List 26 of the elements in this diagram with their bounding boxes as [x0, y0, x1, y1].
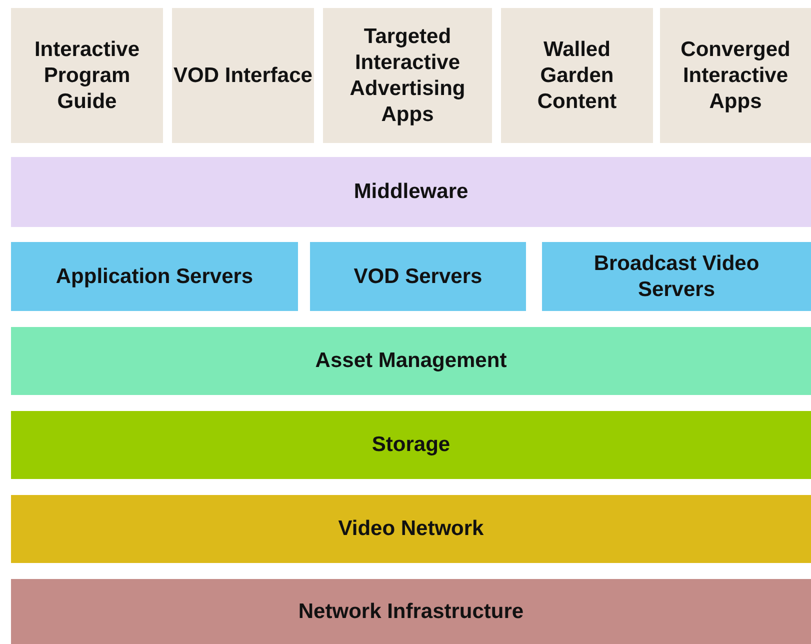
server-box: [11, 242, 298, 311]
layer-label: Video Network: [338, 516, 484, 542]
app-box: [11, 8, 163, 143]
server-box: [310, 242, 526, 311]
app-box: [172, 8, 314, 143]
server-box: [542, 242, 811, 311]
app-box: [660, 8, 811, 143]
layer-band: [11, 157, 811, 227]
layer-label: VOD Interface: [174, 62, 312, 88]
layer-label: Network Infrastructure: [298, 598, 524, 624]
layer-label: Walled Garden Content: [536, 36, 618, 114]
layer-band: [11, 495, 811, 563]
app-box: [501, 8, 653, 143]
layer-band: [11, 579, 811, 644]
app-box: [323, 8, 492, 143]
layer-label: Storage: [372, 432, 450, 458]
layer-label: Targeted Interactive Advertising Apps: [348, 24, 466, 128]
layer-band: [11, 411, 811, 479]
layer-label: Middleware: [354, 179, 468, 205]
layer-band: [11, 327, 811, 395]
layer-label: Application Servers: [56, 264, 254, 290]
layer-label: Asset Management: [315, 348, 507, 374]
layer-label: Broadcast Video Servers: [592, 250, 760, 302]
layer-label: Interactive Program Guide: [33, 36, 141, 114]
layer-label: VOD Servers: [354, 264, 482, 290]
layer-label: Converged Interactive Apps: [680, 36, 792, 114]
